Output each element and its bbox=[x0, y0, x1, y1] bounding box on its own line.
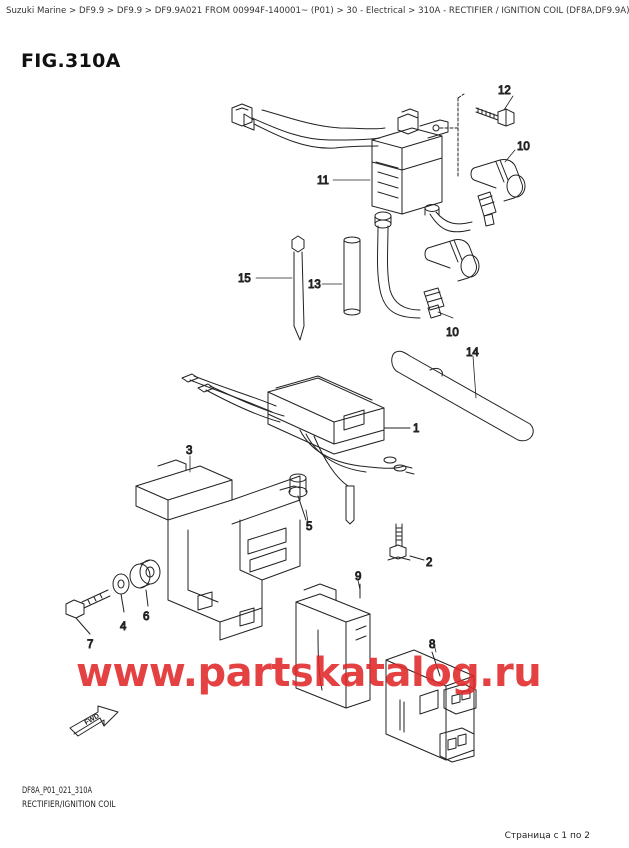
bolt-7-illustration bbox=[65, 589, 111, 635]
parts-diagram: 1 2 3 4 5 6 7 8 9 10 10 11 12 13 14 15 F… bbox=[65, 85, 534, 763]
callout-8[interactable]: 8 bbox=[429, 639, 436, 652]
callout-10-lower[interactable]: 10 bbox=[446, 327, 460, 340]
cover-9-illustration bbox=[295, 583, 371, 709]
callout-13[interactable]: 13 bbox=[308, 279, 322, 292]
callout-leaders bbox=[189, 95, 516, 653]
bolt-2-illustration bbox=[387, 523, 425, 561]
plug-cap-lower-illustration bbox=[423, 239, 480, 319]
cable-tie-illustration bbox=[291, 235, 305, 341]
bushing-illustration bbox=[129, 559, 161, 607]
callout-3[interactable]: 3 bbox=[186, 445, 193, 458]
callout-4[interactable]: 4 bbox=[120, 621, 128, 634]
callout-1[interactable]: 1 bbox=[413, 423, 420, 436]
cover-8-illustration bbox=[385, 649, 477, 763]
figure-code: DF8A_P01_021_310A bbox=[22, 786, 92, 796]
plug-cap-upper-illustration bbox=[470, 159, 526, 227]
watermark: www.partskatalog.ru bbox=[76, 650, 542, 696]
sleeve-illustration bbox=[391, 350, 534, 442]
callout-12[interactable]: 12 bbox=[498, 85, 512, 98]
rectifier-illustration bbox=[181, 373, 415, 525]
washer-illustration bbox=[112, 573, 130, 613]
callout-7[interactable]: 7 bbox=[87, 639, 94, 652]
callout-5[interactable]: 5 bbox=[306, 521, 313, 534]
figure-description: RECTIFIER/IGNITION COIL bbox=[22, 800, 116, 810]
breadcrumb[interactable]: Suzuki Marine > DF9.9 > DF9.9 > DF9.9A02… bbox=[6, 6, 629, 16]
callout-2[interactable]: 2 bbox=[426, 557, 433, 570]
callout-14[interactable]: 14 bbox=[466, 347, 480, 360]
bracket-illustration bbox=[135, 459, 301, 641]
callout-6[interactable]: 6 bbox=[143, 611, 150, 624]
callout-11[interactable]: 11 bbox=[317, 175, 330, 188]
page-indicator: Страница с 1 по 2 bbox=[504, 831, 590, 841]
callout-9[interactable]: 9 bbox=[355, 571, 362, 584]
figure-title: FIG.310A bbox=[21, 50, 121, 72]
grommet-illustration bbox=[288, 473, 308, 521]
fwd-arrow-icon bbox=[69, 705, 119, 737]
callout-10-upper[interactable]: 10 bbox=[517, 141, 531, 154]
bolt-12-illustration bbox=[475, 107, 515, 127]
callout-15[interactable]: 15 bbox=[238, 273, 252, 286]
ignition-coil-illustration bbox=[231, 93, 473, 319]
tube-illustration bbox=[343, 236, 361, 316]
